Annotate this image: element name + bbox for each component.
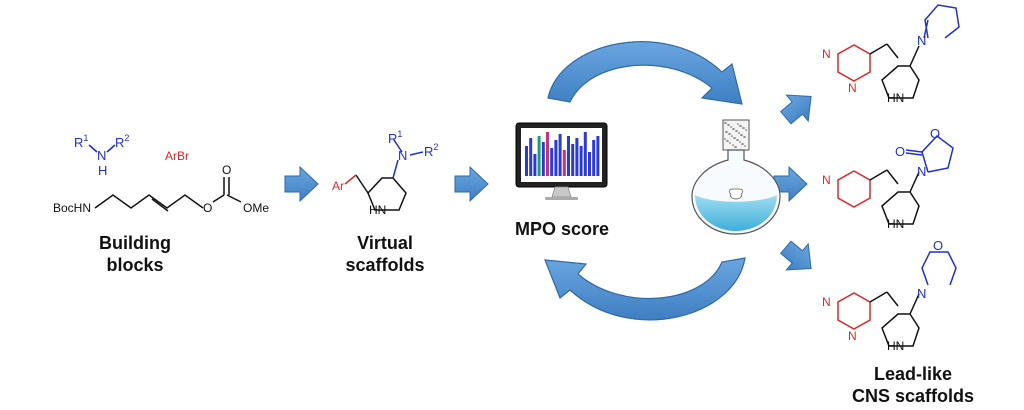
monitor-bar <box>571 144 575 176</box>
label-virtual-scaffolds: Virtual scaffolds <box>345 233 425 275</box>
monitor-bar <box>525 146 528 176</box>
svg-text:N: N <box>848 329 857 343</box>
stopper-speckle <box>730 126 732 128</box>
arrow-up-right-icon <box>779 94 812 125</box>
svg-text:N: N <box>917 164 926 179</box>
monitor-bar <box>596 136 600 176</box>
stopper-speckle <box>745 129 747 131</box>
monitor-bar <box>592 140 596 176</box>
monitor-bar <box>588 152 591 176</box>
stopper-speckle <box>727 140 729 142</box>
monitor-bar <box>554 140 558 176</box>
svg-text:BocHN: BocHN <box>53 201 91 215</box>
product-1-structure <box>837 4 960 99</box>
svg-text:HN: HN <box>369 203 386 217</box>
stopper-speckle <box>729 133 731 135</box>
monitor-bar <box>579 146 583 176</box>
svg-text:N: N <box>917 33 926 48</box>
virtual-scaffold-structure <box>344 139 424 211</box>
svg-text:R2: R2 <box>424 142 438 159</box>
svg-text:R1: R1 <box>74 133 88 150</box>
stopper-speckle <box>724 138 726 140</box>
stopper-speckle <box>733 128 735 130</box>
monitor-bar <box>562 150 566 176</box>
arbr-reagent: ArBr <box>165 149 189 163</box>
svg-text:N: N <box>917 286 926 301</box>
label-mpo-score: MPO score <box>514 219 610 239</box>
round-bottom-flask-icon <box>691 119 781 235</box>
svg-text:OMe: OMe <box>243 201 269 215</box>
monitor-bar <box>550 148 554 176</box>
monitor-bar <box>537 136 541 176</box>
svg-text:N: N <box>97 148 106 163</box>
arrow-2-icon <box>454 165 489 203</box>
product-3-structure <box>837 251 957 347</box>
stopper-speckle <box>744 145 746 147</box>
stopper-speckle <box>741 134 743 136</box>
monitor-bar <box>583 132 587 176</box>
stopper-speckle <box>744 136 746 138</box>
cycle-arrow-bottom-icon <box>544 257 746 321</box>
monitor-bar <box>546 132 549 176</box>
product-2-structure <box>837 134 954 225</box>
arrow-1-icon <box>284 165 319 203</box>
svg-text:N: N <box>398 148 407 163</box>
monitor-bar <box>567 136 570 176</box>
stopper-speckle <box>738 132 740 134</box>
stopper-speckle <box>737 123 739 125</box>
svg-text:HN: HN <box>887 339 904 353</box>
svg-text:O: O <box>933 238 943 253</box>
stopper-speckle <box>740 125 742 127</box>
stopper-speckle <box>735 146 737 148</box>
carbonate-building-block <box>94 177 242 212</box>
stopper-speckle <box>725 122 727 124</box>
svg-text:HN: HN <box>887 217 904 231</box>
stopper-speckle <box>726 131 728 133</box>
svg-text:N: N <box>822 295 831 309</box>
monitor-bar <box>533 154 537 176</box>
svg-text:O: O <box>222 163 231 177</box>
svg-text:R1: R1 <box>388 129 402 146</box>
svg-text:O: O <box>895 144 905 159</box>
stopper-speckle <box>732 144 734 146</box>
stopper-speckle <box>736 130 738 132</box>
cycle-arrow-top-icon <box>547 41 743 105</box>
svg-text:N: N <box>822 173 831 187</box>
svg-text:Ar: Ar <box>332 179 344 193</box>
stopper-speckle <box>728 124 730 126</box>
svg-text:N: N <box>848 81 857 95</box>
stopper-speckle <box>734 137 736 139</box>
svg-text:O: O <box>203 201 212 215</box>
svg-text:R2: R2 <box>115 133 129 150</box>
svg-text:O: O <box>930 126 940 141</box>
stopper-speckle <box>729 142 731 144</box>
svg-text:HN: HN <box>887 91 904 105</box>
stopper-speckle <box>743 127 745 129</box>
monitor-bar <box>529 138 533 176</box>
monitor-chart-icon <box>515 122 608 200</box>
monitor-bar <box>575 138 579 176</box>
monitor-bar <box>541 142 545 176</box>
stopper-speckle <box>742 143 744 145</box>
stopper-speckle <box>731 135 733 137</box>
label-building-blocks: Building blocks <box>99 233 171 275</box>
arrow-down-right-icon <box>779 240 812 271</box>
stopper-speckle <box>739 141 741 143</box>
stopper-speckle <box>737 139 739 141</box>
svg-text:H: H <box>98 163 107 178</box>
svg-text:N: N <box>822 47 831 61</box>
monitor-bar <box>558 134 562 176</box>
label-lead-like-cns-scaffolds: Lead-like CNS scaffolds <box>851 364 975 406</box>
amine-building-block: R1 N H R2 <box>74 133 129 178</box>
